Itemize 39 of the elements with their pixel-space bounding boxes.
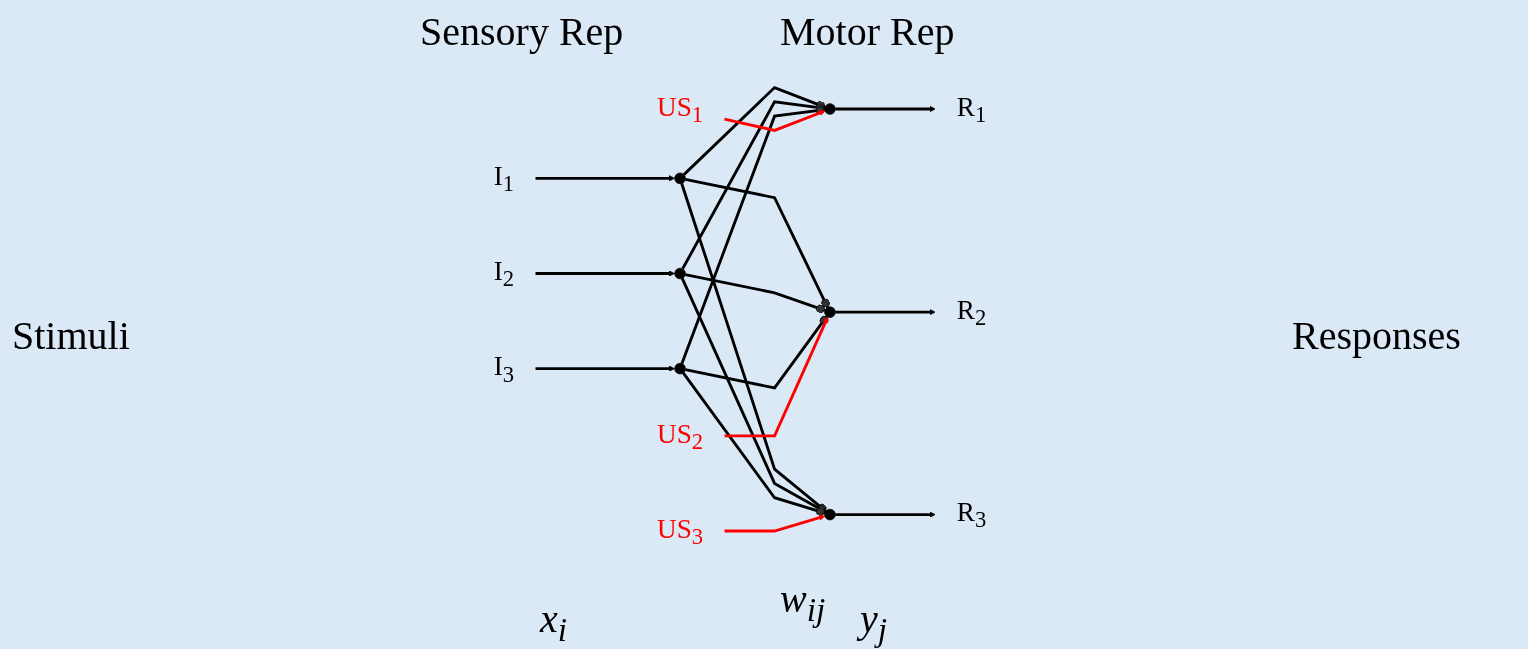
node-circle xyxy=(824,306,836,318)
arrow xyxy=(835,309,936,316)
node-circle xyxy=(824,103,836,115)
connector xyxy=(685,178,830,308)
weight-symbol: w$_{ij}$ xyxy=(780,575,826,629)
connector xyxy=(681,100,825,270)
node-circle xyxy=(824,508,836,521)
connector xyxy=(680,105,825,365)
node-circle xyxy=(674,267,686,280)
arrow xyxy=(535,365,675,372)
node-text: I$_{2}$ xyxy=(493,255,515,292)
arrow xyxy=(724,110,826,132)
node-text: I$_{3}$ xyxy=(493,351,515,387)
node-text: US$_{3}$ xyxy=(657,513,704,549)
column-heading: Motor Rep xyxy=(780,8,955,55)
connector xyxy=(682,85,826,176)
connector xyxy=(680,277,826,514)
connector xyxy=(685,273,826,314)
node-circle xyxy=(674,362,686,375)
arrow xyxy=(535,175,675,182)
node-text: R$_{1}$ xyxy=(956,91,987,127)
connector xyxy=(685,315,829,390)
connector xyxy=(682,372,826,516)
arrow xyxy=(724,514,826,533)
node-circle xyxy=(674,172,686,185)
connector xyxy=(680,183,827,513)
node-text: R$_{3}$ xyxy=(956,497,987,533)
node-text: R$_{2}$ xyxy=(956,294,987,331)
side-label: Responses xyxy=(1292,312,1461,359)
node-text: US$_{2}$ xyxy=(657,418,704,454)
variable-symbol: x$_{i}$ xyxy=(540,595,568,649)
arrow xyxy=(835,105,936,113)
arrow xyxy=(535,270,675,277)
node-text: I$_{1}$ xyxy=(493,160,515,197)
column-heading: Sensory Rep xyxy=(420,8,624,55)
arrow xyxy=(835,511,936,518)
arrow xyxy=(724,316,829,438)
side-label: Stimuli xyxy=(12,312,130,359)
node-text: US$_{1}$ xyxy=(657,91,704,127)
